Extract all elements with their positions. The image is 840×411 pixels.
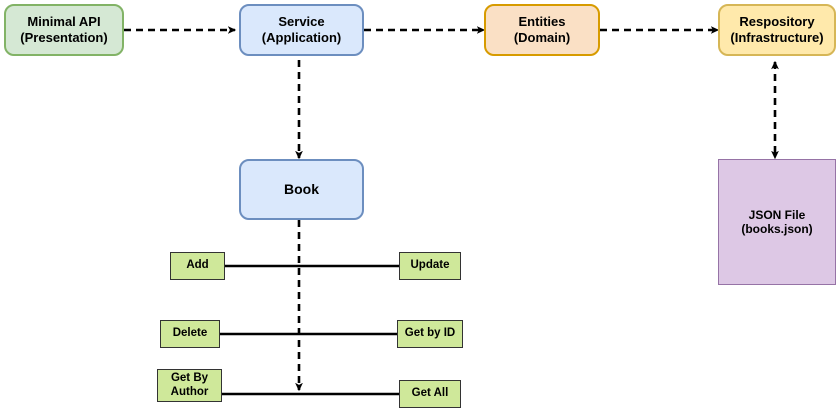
layer-box-domain[interactable]: Entities (Domain) <box>484 4 600 56</box>
method-box-update[interactable]: Update <box>399 252 461 280</box>
layer-box-application[interactable]: Service (Application) <box>239 4 364 56</box>
layer-box-infrastructure[interactable]: Respository (Infrastructure) <box>718 4 836 56</box>
entity-box-book[interactable]: Book <box>239 159 364 220</box>
method-box-get-all[interactable]: Get All <box>399 380 461 408</box>
method-box-get-by-id[interactable]: Get by ID <box>397 320 463 348</box>
method-box-delete[interactable]: Delete <box>160 320 220 348</box>
storage-box-json-file[interactable]: JSON File (books.json) <box>718 159 836 285</box>
method-box-get-by-author[interactable]: Get By Author <box>157 369 222 402</box>
layer-box-presentation[interactable]: Minimal API (Presentation) <box>4 4 124 56</box>
method-box-add[interactable]: Add <box>170 252 225 280</box>
